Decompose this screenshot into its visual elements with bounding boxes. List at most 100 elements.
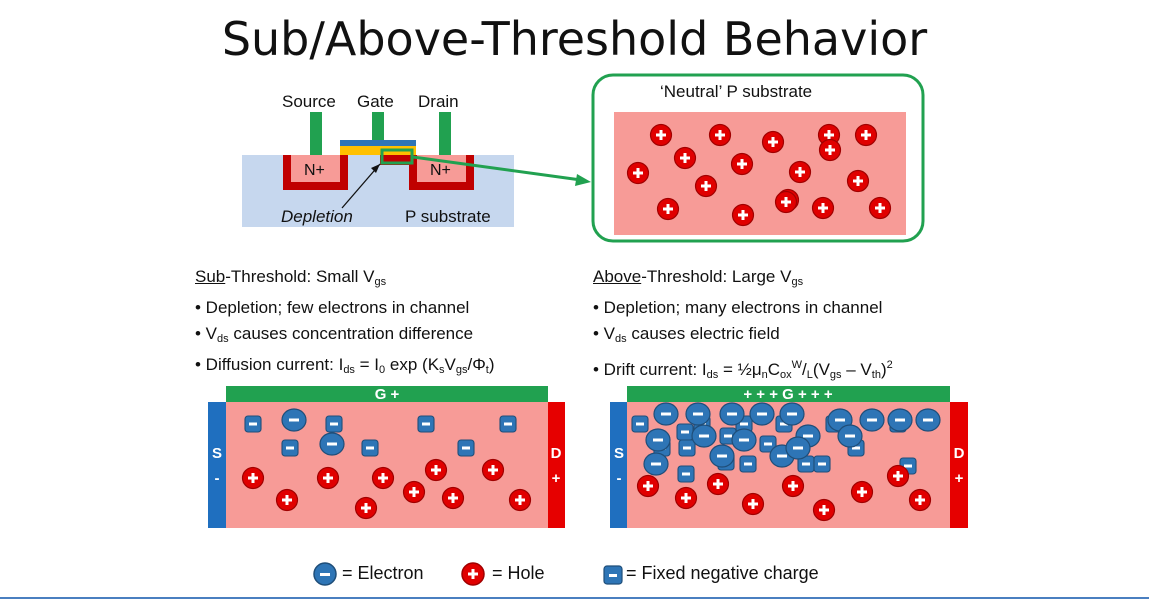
hole-particle	[241, 466, 265, 490]
gate-bar	[627, 386, 950, 402]
gate-metal	[340, 140, 416, 146]
fixed-charge-particle	[739, 455, 757, 473]
electron-particle	[645, 428, 671, 452]
drain-label: Drain	[418, 92, 459, 111]
drain-contact	[439, 112, 451, 155]
legend-hole-icon	[461, 562, 485, 586]
fixed-charge-particle	[281, 439, 299, 457]
hole-particle	[850, 480, 874, 504]
electron-particle	[281, 408, 307, 432]
electron-particle	[643, 452, 669, 476]
gate-label: Gate	[357, 92, 394, 111]
drain-terminal	[548, 402, 565, 528]
depletion-label: Depletion	[281, 207, 353, 226]
electron-particle	[749, 402, 775, 426]
hole-particle	[781, 474, 805, 498]
hole-particle	[706, 472, 730, 496]
gate-oxide	[340, 146, 416, 155]
legend-electron-icon	[313, 562, 337, 586]
fixed-charge-particle	[676, 423, 694, 441]
mosfet-cross-section	[242, 112, 514, 227]
legend-fixed-charge-icon	[603, 565, 623, 585]
fixed-charge-particle	[499, 415, 517, 433]
hole-particle	[441, 486, 465, 510]
electron-particle	[785, 436, 811, 460]
hole-particle	[674, 486, 698, 510]
gate-bar-label: + + + G + + +	[743, 386, 832, 403]
hole-particle	[811, 196, 835, 220]
hole-particle	[649, 123, 673, 147]
hole-particle	[402, 480, 426, 504]
hole-particle	[354, 496, 378, 520]
gate-bar	[226, 386, 548, 402]
hole-particle	[371, 466, 395, 490]
source-sign: -	[617, 470, 622, 487]
fixed-charge-particle	[759, 435, 777, 453]
substrate-label: P substrate	[405, 207, 491, 226]
hole-particle	[741, 492, 765, 516]
hole-particle	[316, 466, 340, 490]
hole-particle	[730, 152, 754, 176]
hole-particle	[788, 160, 812, 184]
source-contact	[310, 112, 322, 155]
hole-particle	[656, 197, 680, 221]
drain-sign: +	[552, 470, 561, 487]
fixed-charge-particle	[813, 455, 831, 473]
gate-bar-label: G +	[375, 386, 400, 403]
above-threshold-heading: Above-Threshold: Large Vgs	[593, 267, 804, 288]
fixed-charge-particle	[361, 439, 379, 457]
hole-particle	[908, 488, 932, 512]
above-threshold-text: Above-Threshold: Large Vgs • Depletion; …	[593, 264, 893, 388]
sub-threshold-text: Sub-Threshold: Small Vgs • Depletion; fe…	[195, 264, 495, 383]
source-terminal	[208, 402, 226, 528]
hole-particle	[774, 190, 798, 214]
sub-threshold-bullet-2: • Vds causes concentration difference	[195, 324, 474, 345]
neutral-substrate-title: ‘Neutral’ P substrate	[660, 82, 813, 101]
fixed-charge-particle	[244, 415, 262, 433]
sub-threshold-device: G + S - D +	[208, 386, 565, 528]
above-threshold-bullet-1: • Depletion; many electrons in channel	[593, 298, 883, 317]
hole-particle	[673, 146, 697, 170]
source-letter: S	[212, 445, 222, 462]
slide-title: Sub/Above-Threshold Behavior	[221, 12, 928, 66]
electron-particle	[719, 402, 745, 426]
source-n-plus-label: N+	[304, 162, 325, 179]
hole-particle	[508, 488, 532, 512]
electron-particle	[779, 402, 805, 426]
legend-hole-label: = Hole	[492, 563, 545, 583]
fixed-charge-particle	[678, 439, 696, 457]
hole-particle	[868, 196, 892, 220]
hole-particle	[854, 123, 878, 147]
drain-n-plus-label: N+	[430, 162, 451, 179]
fixed-charge-particle	[631, 415, 649, 433]
hole-particle	[481, 458, 505, 482]
hole-particle	[626, 161, 650, 185]
zoom-connector-arrow	[412, 155, 591, 186]
source-label: Source	[282, 92, 336, 111]
hole-particle	[694, 174, 718, 198]
drain-letter: D	[954, 445, 965, 462]
hole-particle	[275, 488, 299, 512]
hole-particle	[812, 498, 836, 522]
source-sign: -	[215, 470, 220, 487]
fixed-charge-particle	[457, 439, 475, 457]
fixed-charge-particle	[325, 415, 343, 433]
electron-particle	[685, 402, 711, 426]
hole-particle	[818, 138, 842, 162]
fixed-charge-particle	[417, 415, 435, 433]
gate-contact	[372, 112, 384, 140]
above-threshold-bullet-2: • Vds causes electric field	[593, 324, 780, 345]
electron-particle	[859, 408, 885, 432]
sub-threshold-heading: Sub-Threshold: Small Vgs	[195, 267, 387, 288]
legend-fixed-charge-label: = Fixed negative charge	[626, 563, 819, 583]
source-n-plus-well	[283, 155, 348, 190]
electron-particle	[709, 444, 735, 468]
above-threshold-bullet-3: • Drift current: Ids = ½μnCoxW/L(Vgs – V…	[593, 359, 893, 381]
bottom-rule	[0, 597, 1149, 599]
zoom-marker	[380, 148, 414, 165]
hole-particle	[424, 458, 448, 482]
hole-particle	[761, 130, 785, 154]
drain-sign: +	[955, 470, 964, 487]
above-threshold-device: + + + G + + + S - D +	[610, 386, 968, 528]
